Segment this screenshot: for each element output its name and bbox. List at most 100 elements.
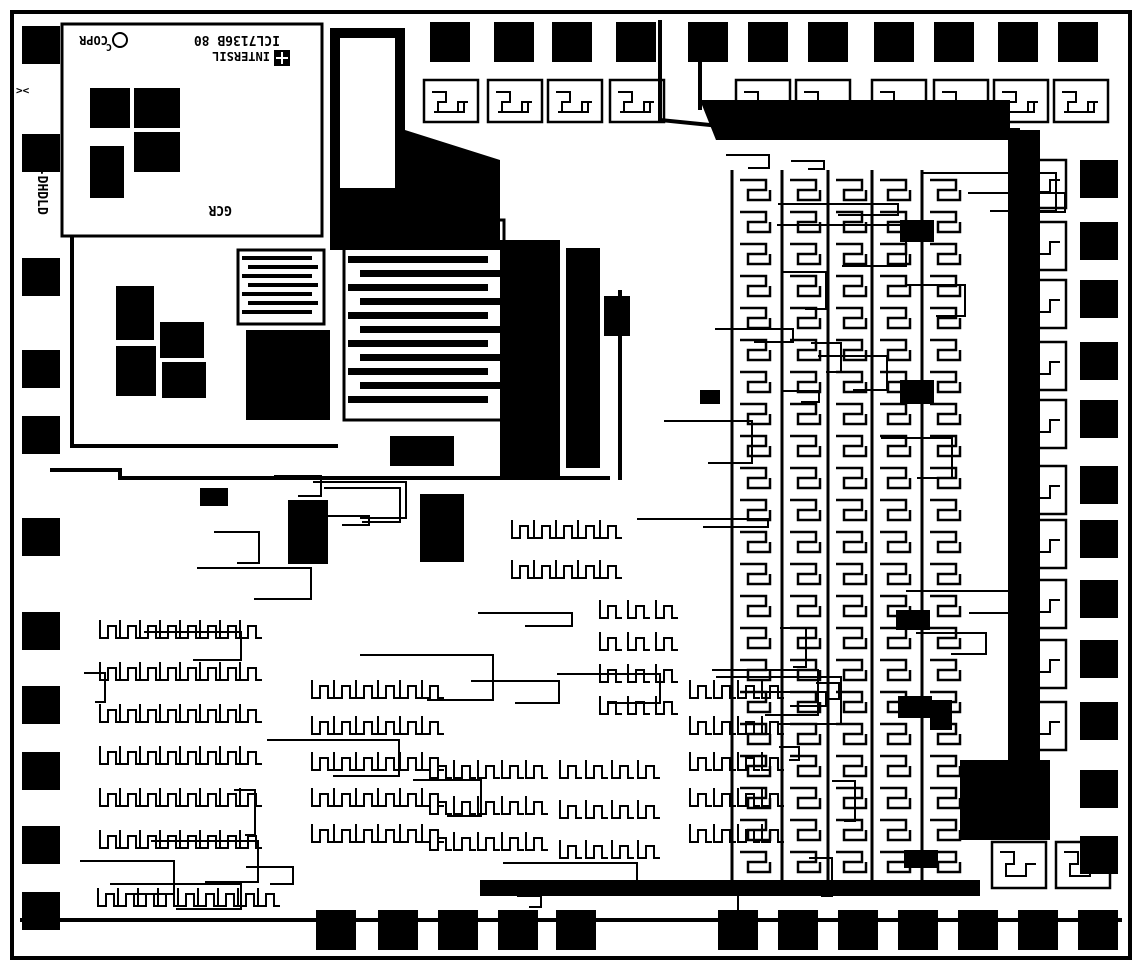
gate-cell [577,560,600,579]
bond-pad [874,22,914,62]
gate-cell [737,716,760,735]
counter-cell [880,562,912,586]
counter-cell [930,658,962,682]
comb-finger [360,326,500,333]
routing-trace [881,437,953,479]
driver-cell [794,78,852,124]
bond-pad [808,22,848,62]
gate-cell [217,888,240,907]
comb-finger [360,270,500,277]
gate-cell [761,788,784,807]
bond-pad [1080,640,1118,678]
counter-cell [836,562,868,586]
counter-cell [836,690,868,714]
bond-pad [688,22,728,62]
gate-cell [477,832,500,851]
counter-cell [836,242,868,266]
logic-fill [900,380,934,404]
gate-cell [333,824,356,843]
counter-cell [790,722,822,746]
counter-cell [880,402,912,426]
driver-trace [1024,167,1060,193]
counter-cell [880,530,912,554]
driver-trace [882,102,913,113]
gate-cell [199,830,222,849]
routing-trace [726,154,770,169]
driver-trace [556,91,592,113]
gate-cell [611,800,634,819]
bond-pad [22,686,60,724]
driver-cell [1014,278,1068,330]
driver-trace [1002,91,1038,113]
gate-cell [429,760,452,779]
counter-cell [790,434,822,458]
gate-cell [219,788,242,807]
gate-cell [525,796,548,815]
comb-outline [236,248,326,326]
counter-cell [740,562,772,586]
counter-cell [740,306,772,330]
bond-pad [748,22,788,62]
digital-logic-blocks [97,220,952,907]
bond-pad [1080,400,1118,438]
driver-cell [422,78,480,124]
gate-cell [377,824,400,843]
routing-trace [214,531,260,564]
logic-fill [930,700,952,730]
gate-cell [761,680,784,699]
bond-pad [1080,702,1118,740]
driver-trace [1004,102,1035,113]
bond-pad [556,910,596,950]
routing-trace [324,487,401,523]
bond-pad [778,910,818,950]
buffer-capacitor [330,28,630,480]
counter-cell [740,274,772,298]
driver-trace [744,91,780,113]
routing-trace [716,676,842,725]
gate-cell [239,746,262,765]
driver-trace [498,102,529,113]
comb-finger [242,274,312,278]
counter-cell [836,594,868,618]
gate-cell [219,830,242,849]
gate-cell [689,824,712,843]
bond-pad [494,22,534,62]
gate-cell [355,752,378,771]
gate-cell [577,520,600,539]
driver-cell [870,78,928,124]
bond-pads-left [22,26,60,930]
routing-trace [791,160,825,170]
driver-cell [486,78,544,124]
bond-pad [1080,770,1118,808]
routing-trace [783,271,827,310]
counter-cell [740,210,772,234]
counter-cell [930,722,962,746]
bond-pad [1078,910,1118,950]
gate-cell [355,824,378,843]
bond-pad [22,612,60,650]
gate-cell [713,680,736,699]
driver-trace [1024,287,1060,313]
gate-cell [311,716,334,735]
comb-finger [348,284,488,291]
gate-cell [599,696,622,715]
gate-cell [737,788,760,807]
driver-cell [734,78,792,124]
gate-cell [159,620,182,639]
gate-cell [611,840,634,859]
gate-cell [333,716,356,735]
gate-cell [237,888,260,907]
gate-cell [555,520,578,539]
gate-cell [311,824,334,843]
gate-cell [97,888,120,907]
gate-cell [177,888,200,907]
bond-pad [1080,520,1118,558]
comb-finger [242,292,312,296]
counter-cell [836,530,868,554]
driver-cell [1014,220,1068,272]
gate-cell [533,560,556,579]
counter-cell [740,786,772,810]
counter-cell [790,818,822,842]
routing-trace [664,420,753,464]
gate-cell [599,664,622,683]
